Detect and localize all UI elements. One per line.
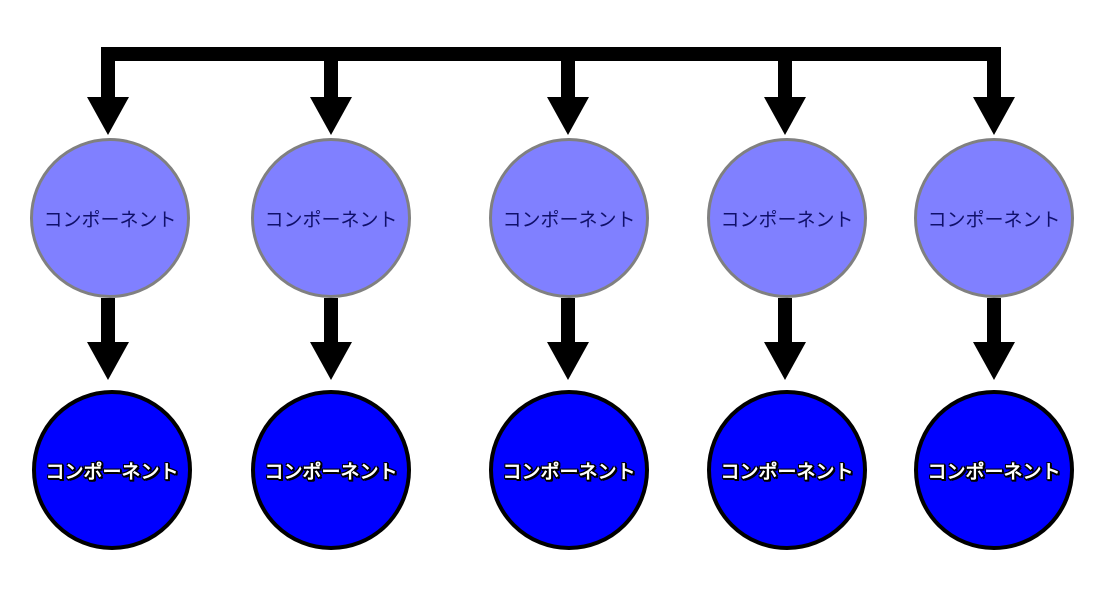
component-node-bottom-4: コンポーネント — [707, 390, 867, 550]
component-node-top-3: コンポーネント — [489, 138, 649, 298]
arrow-bus-to-top-4 — [764, 55, 806, 135]
node-label: コンポーネント — [927, 208, 1061, 231]
node-label: コンポーネント — [264, 208, 398, 231]
component-node-top-1: コンポーネント — [30, 138, 190, 298]
bus-bar — [101, 47, 1001, 66]
component-node-top-5: コンポーネント — [914, 138, 1074, 298]
node-label: コンポーネント — [720, 208, 854, 231]
arrow-top-to-bottom-5 — [973, 298, 1015, 380]
component-node-bottom-3: コンポーネント — [489, 390, 649, 550]
node-label: コンポーネント — [927, 460, 1061, 483]
arrow-bus-to-top-5 — [973, 55, 1015, 135]
node-label: コンポーネント — [43, 208, 177, 231]
component-node-bottom-1: コンポーネント — [32, 390, 192, 550]
component-node-bottom-5: コンポーネント — [914, 390, 1074, 550]
arrow-bus-to-top-2 — [310, 55, 352, 135]
node-label: コンポーネント — [502, 460, 636, 483]
component-node-bottom-2: コンポーネント — [251, 390, 411, 550]
arrow-bus-to-top-3 — [547, 55, 589, 135]
node-label: コンポーネント — [264, 460, 398, 483]
arrow-top-to-bottom-3 — [547, 298, 589, 380]
node-label: コンポーネント — [502, 208, 636, 231]
arrow-bus-to-top-1 — [87, 55, 129, 135]
arrow-top-to-bottom-2 — [310, 298, 352, 380]
component-node-top-2: コンポーネント — [251, 138, 411, 298]
node-label: コンポーネント — [720, 460, 854, 483]
arrow-top-to-bottom-1 — [87, 298, 129, 380]
component-node-top-4: コンポーネント — [707, 138, 867, 298]
node-label: コンポーネント — [45, 460, 179, 483]
arrow-top-to-bottom-4 — [764, 298, 806, 380]
